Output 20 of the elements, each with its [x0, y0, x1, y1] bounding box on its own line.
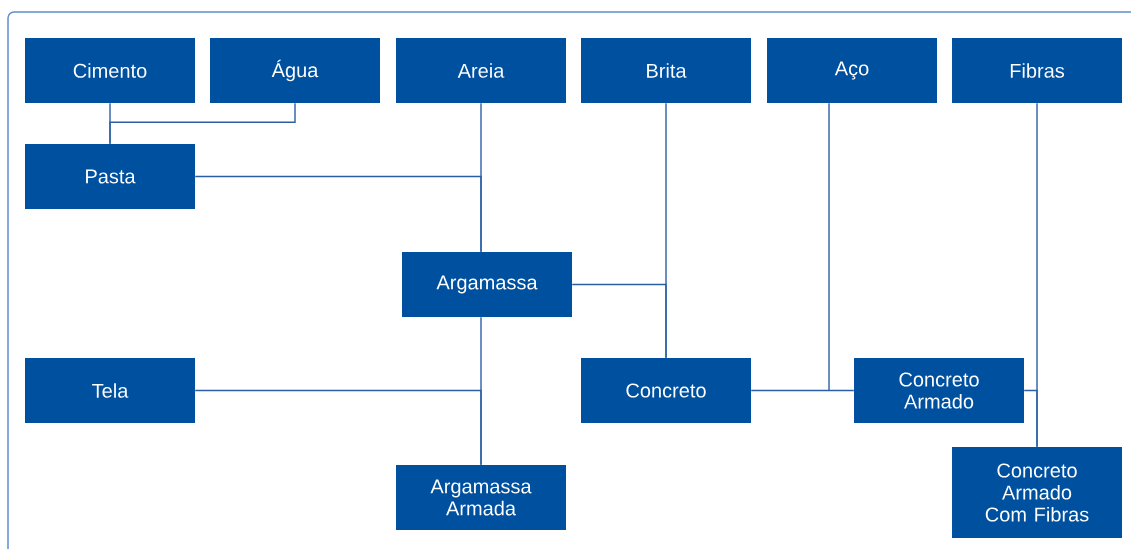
process-box: Aço	[767, 38, 937, 103]
process-box: Água	[210, 38, 380, 103]
connector-line	[194, 175, 482, 253]
process-box: Brita	[581, 38, 751, 103]
process-box: Concreto	[581, 358, 751, 423]
process-box: Argamassa	[402, 252, 572, 317]
process-box: Cimento	[25, 38, 195, 103]
process-box: Pasta	[25, 144, 195, 209]
connector-line	[750, 389, 855, 392]
connector-line	[194, 389, 482, 466]
process-box: Tela	[25, 358, 195, 423]
connector-line	[1023, 389, 1038, 448]
process-box: Concreto Armado Com Fibras	[952, 447, 1122, 538]
connector-line	[828, 102, 830, 392]
connector-line	[571, 283, 667, 359]
process-box: Areia	[396, 38, 566, 103]
process-box: Fibras	[952, 38, 1122, 103]
process-box: Argamassa Armada	[396, 465, 566, 530]
connector-line	[109, 102, 296, 145]
process-box: Concreto Armado	[854, 358, 1024, 423]
